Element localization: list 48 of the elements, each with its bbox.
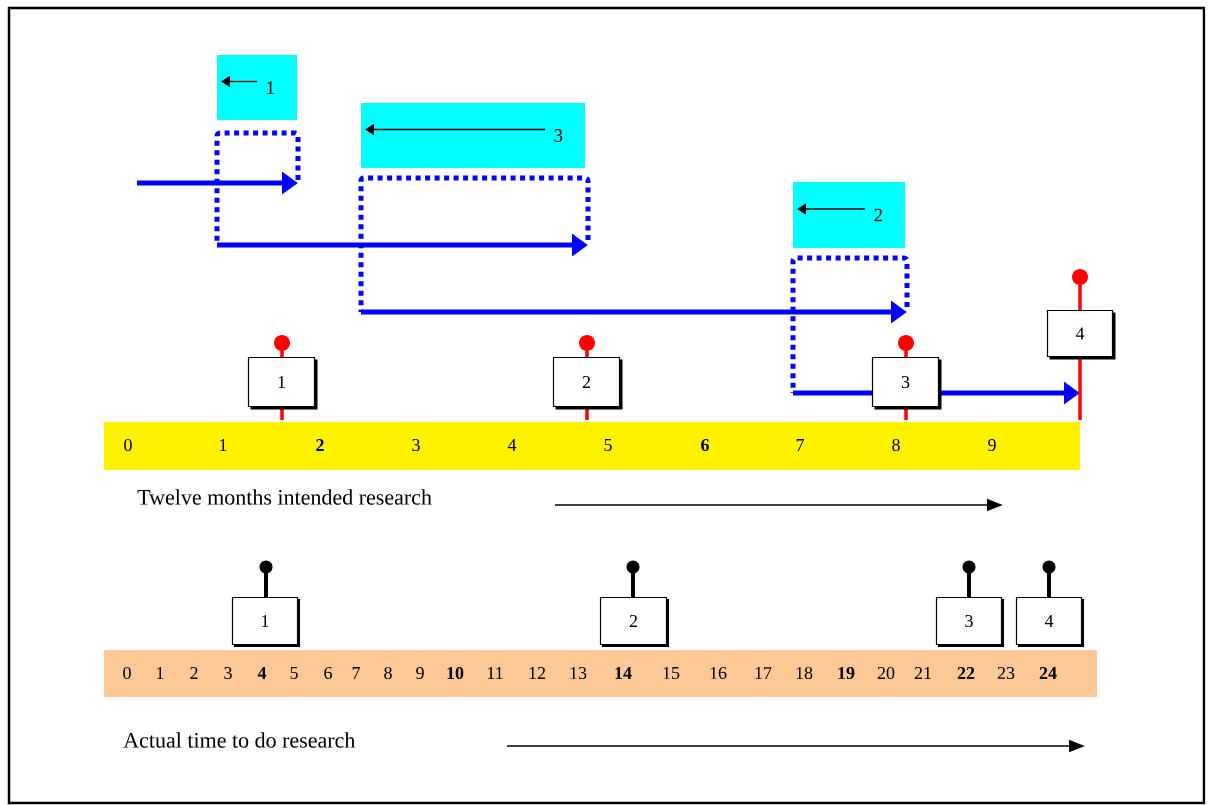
- tick-label: 2: [316, 439, 324, 451]
- tick-label: 1: [157, 667, 164, 679]
- tick-label: 17: [755, 667, 772, 679]
- tick-label: 7: [352, 667, 360, 679]
- tick-label: 21: [914, 667, 931, 679]
- milestone-box: 2: [552, 356, 623, 410]
- tick-label: 18: [796, 666, 813, 680]
- tick-label: 0: [123, 666, 131, 680]
- tick-label: 24: [1039, 667, 1057, 679]
- note-box: 2: [793, 182, 905, 248]
- milestone-box: 1: [247, 356, 318, 410]
- milestone-box: 3: [871, 356, 942, 410]
- tick-label: 3: [412, 438, 420, 452]
- tick-label: 12: [529, 667, 545, 679]
- tick-label: 15: [663, 666, 680, 679]
- axis-caption: Actual time to do research: [123, 732, 356, 748]
- tick-label: 10: [447, 666, 464, 680]
- milestone-box: 4: [1015, 596, 1084, 647]
- milestone-box: 4: [1046, 309, 1116, 360]
- tick-label: 5: [604, 439, 612, 451]
- tick-label: 23: [997, 666, 1015, 680]
- tick-label: 3: [224, 666, 232, 680]
- tick-label: 11: [487, 667, 503, 679]
- tick-label: 2: [190, 667, 198, 679]
- tick-label: 0: [124, 438, 132, 452]
- tick-label: 1: [220, 439, 227, 451]
- tick-label: 6: [324, 666, 332, 680]
- tick-label: 9: [988, 438, 996, 452]
- tick-label: 8: [384, 666, 392, 680]
- tick-label: 13: [570, 666, 587, 680]
- tick-label: 4: [507, 439, 517, 451]
- note-box: 1: [217, 55, 297, 120]
- tick-label: 9: [416, 666, 424, 680]
- tick-label: 8: [892, 438, 900, 452]
- note-box: 3: [361, 103, 585, 168]
- tick-label: 6: [701, 438, 709, 452]
- tick-label: 20: [877, 666, 895, 680]
- tick-label: 14: [615, 667, 632, 679]
- tick-label: 4: [257, 667, 267, 679]
- milestone-box: 2: [599, 596, 669, 647]
- tick-label: 16: [710, 666, 727, 680]
- tick-label: 22: [957, 667, 975, 679]
- tick-label: 5: [290, 667, 298, 679]
- milestone-box: 3: [935, 596, 1004, 647]
- axis-caption: Twelve months intended research: [137, 489, 432, 505]
- tick-label: 7: [796, 439, 804, 451]
- milestone-box: 1: [231, 596, 300, 647]
- tick-label: 19: [838, 666, 855, 680]
